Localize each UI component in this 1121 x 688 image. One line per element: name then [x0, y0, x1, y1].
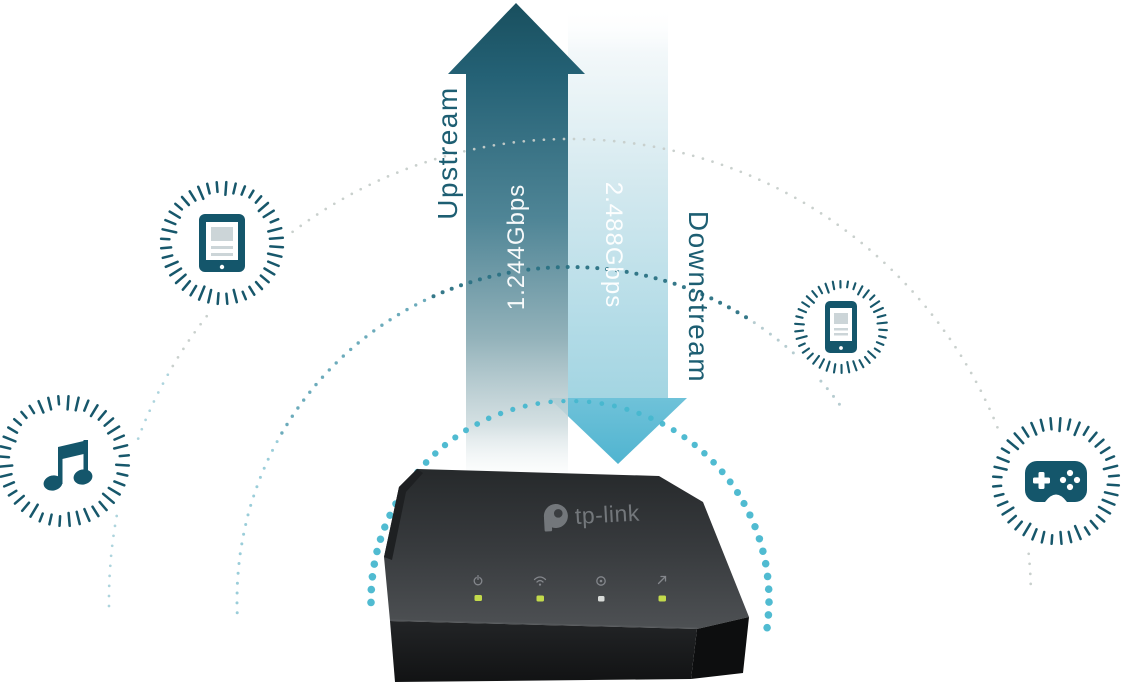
power-icon [473, 574, 483, 586]
device-front-edge-highlight [389, 619, 698, 629]
modem-device: tp-link [384, 469, 749, 682]
led-row [474, 595, 666, 602]
wifi-icon [533, 576, 547, 586]
downstream-label: Downstream [683, 210, 714, 384]
middle-dotted-arc [235, 265, 841, 615]
tplink-wordmark: tp-link [574, 500, 640, 529]
upstream-speed: 1.244Gbps [503, 183, 530, 311]
gamepad-icon-group [991, 416, 1121, 546]
tablet-icon-group [159, 180, 285, 306]
gamepad-tick-ring [991, 416, 1121, 546]
smartphone-icon [825, 301, 857, 353]
smartphone-tick-ring [794, 279, 888, 375]
device-right-face [691, 617, 749, 679]
led-icons [473, 574, 667, 586]
smartphone-icon-group [794, 279, 888, 375]
los-led [658, 595, 666, 602]
downstream-speed: 2.488Gbps [600, 181, 627, 309]
music-tick-ring [0, 394, 131, 528]
pon-icon [596, 576, 606, 586]
device-top-face [384, 469, 749, 629]
music-note-icon [43, 440, 93, 491]
pon-led [598, 596, 605, 602]
upstream-arrow [448, 3, 585, 482]
tablet-icon [199, 214, 245, 272]
wifi-led [536, 595, 544, 602]
upstream-label: Upstream [432, 86, 463, 220]
power-led [474, 595, 482, 601]
device-front-face [390, 621, 697, 682]
downstream-arrow [549, 6, 687, 464]
device-left-bevel [384, 469, 423, 560]
tplink-logo: tp-link [543, 500, 640, 532]
los-icon [657, 575, 667, 585]
outer-dotted-arc [107, 137, 1033, 608]
tablet-tick-ring [159, 180, 285, 306]
gamepad-icon [1025, 461, 1087, 502]
music-icon-group [0, 394, 131, 528]
